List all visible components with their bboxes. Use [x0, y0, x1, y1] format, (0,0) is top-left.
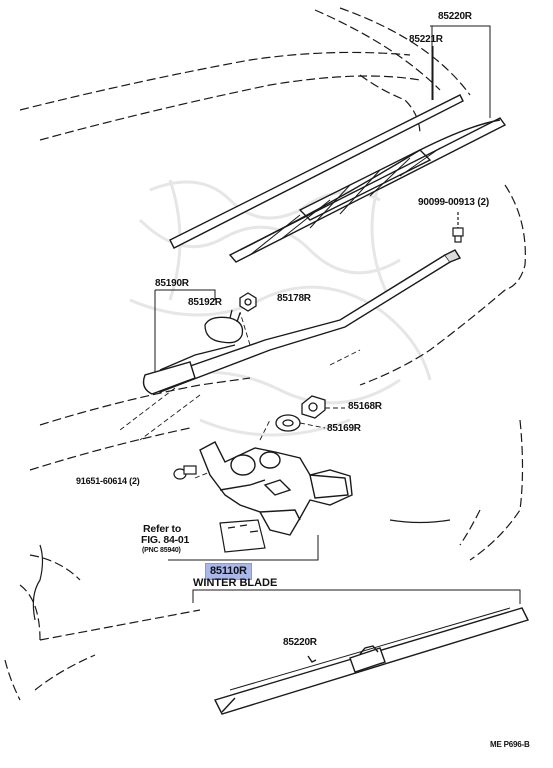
- bracket-85110R: [168, 535, 319, 561]
- body-outline: [4, 7, 526, 701]
- winter-blade-heading: WINTER BLADE: [193, 577, 278, 589]
- bracket-winter-blade: [192, 589, 521, 604]
- part-label-85168R: 85168R: [348, 401, 382, 412]
- part-label-85221R: 85221R: [409, 34, 443, 45]
- screw-90099: [452, 212, 464, 243]
- part-label-85178R: 85178R: [277, 293, 311, 304]
- washer-85169R: [275, 414, 301, 432]
- bracket-85220R-top: [430, 25, 491, 118]
- bracket-85190R: [154, 289, 216, 372]
- solid-body-line: [32, 519, 451, 621]
- connector: [219, 519, 266, 553]
- wiper-motor: [199, 441, 353, 536]
- part-label-85169R: 85169R: [327, 423, 361, 434]
- refer-label-line1: Refer to: [143, 523, 182, 535]
- page-code: ME P696-B: [490, 740, 530, 749]
- cap-85192R: [204, 309, 244, 344]
- part-label-91651-60614: 91651-60614 (2): [76, 476, 140, 486]
- part-label-90099-00913: 90099-00913 (2): [418, 197, 489, 208]
- part-label-85192R: 85192R: [188, 297, 222, 308]
- nut-85168R: [301, 395, 326, 419]
- bolt-91651: [173, 465, 197, 480]
- part-label-85220R-bottom: 85220R: [283, 637, 317, 648]
- nut-85178R: [239, 292, 257, 312]
- part-label-85190R: 85190R: [155, 278, 189, 289]
- wiper-blade-assembly: [169, 94, 507, 263]
- wiper-arm: [142, 249, 462, 395]
- refer-label-line3: (PNC 85940): [142, 547, 181, 554]
- leader-lines: [119, 311, 361, 479]
- winter-wiper-blade: [214, 607, 529, 715]
- refer-label-line2: FIG. 84-01: [141, 534, 190, 546]
- watermark-emblem: [129, 179, 432, 437]
- part-label-85220R-top: 85220R: [438, 11, 472, 22]
- part-label-85110R-highlighted[interactable]: 85110R: [205, 563, 252, 580]
